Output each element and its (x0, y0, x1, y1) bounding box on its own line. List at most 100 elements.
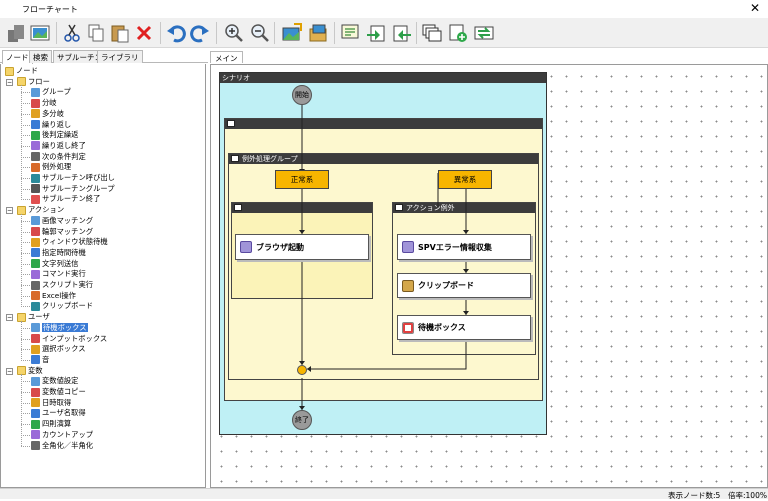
tree-item-label: サブルーチン終了 (42, 194, 101, 204)
tree-item[interactable]: 待機ボックス (31, 322, 88, 334)
tree-item[interactable]: 次の条件判定 (31, 152, 86, 163)
open-image-icon[interactable] (306, 21, 330, 45)
tree-item[interactable]: 輪郭マッチング (31, 227, 93, 238)
tab-main[interactable]: メイン (210, 51, 243, 63)
image-icon[interactable] (28, 21, 52, 45)
tree-item[interactable]: 全角化／半角化 (31, 441, 93, 452)
node-icon (31, 194, 40, 204)
tree-item[interactable]: クリップボード (31, 301, 93, 312)
flowchart-canvas[interactable]: シナリオ 例外処理グループ アクション例外 (210, 64, 768, 488)
node-icon (31, 419, 40, 429)
wait-box-node[interactable]: 待機ボックス (397, 315, 531, 340)
redo-icon[interactable] (188, 21, 212, 45)
tree-item[interactable]: コマンド実行 (31, 269, 86, 280)
tree-item[interactable]: サブルーチン呼び出し (31, 173, 115, 184)
tree-item-label: フロー (28, 76, 50, 86)
node-icon (31, 408, 40, 418)
normal-branch[interactable]: 正常系 (275, 170, 329, 189)
tree-item-label: サブルーチングループ (42, 183, 115, 193)
tree-item-label: 音 (42, 354, 50, 364)
toolbar (0, 18, 768, 48)
add-icon[interactable] (446, 21, 470, 45)
collapse-icon[interactable] (234, 203, 242, 211)
end-node[interactable]: 終了 (292, 410, 312, 430)
tree-item-label: 変数 (28, 365, 43, 375)
tab-node[interactable]: ノード (2, 50, 33, 64)
spv-error-node[interactable]: SPVエラー情報収集 (397, 234, 531, 260)
tree-item[interactable]: 後判定繰返 (31, 130, 78, 141)
merge-node[interactable] (297, 365, 307, 375)
scenario-header: シナリオ (220, 73, 546, 83)
tree-item[interactable]: 繰り返し (31, 120, 71, 131)
tree-item[interactable]: 例外処理 (31, 162, 71, 173)
tree-item-label: ウィンドウ状態待機 (42, 237, 108, 247)
paste-icon[interactable] (108, 21, 132, 45)
swap-icon[interactable] (472, 21, 496, 45)
tree-item[interactable]: 繰り返し終了 (31, 141, 86, 152)
tree-item[interactable]: インプットボックス (31, 334, 107, 345)
node-icon (31, 430, 40, 440)
tree-item[interactable]: ウィンドウ状態待機 (31, 237, 108, 248)
start-node[interactable]: 開始 (292, 85, 312, 105)
tree-item[interactable]: Excel操作 (31, 291, 76, 302)
tree-item[interactable]: スクリプト実行 (31, 280, 93, 291)
tree-item[interactable]: 指定時間待機 (31, 248, 86, 259)
copy-icon[interactable] (84, 21, 108, 45)
collapse-icon[interactable]: − (6, 314, 13, 322)
tree-item[interactable]: 分岐 (31, 98, 57, 109)
close-icon[interactable]: ✕ (749, 1, 760, 15)
error-branch[interactable]: 異常系 (438, 170, 492, 189)
exception-group-label: 例外処理グループ (242, 155, 298, 163)
tree-item[interactable]: グループ (31, 87, 71, 98)
tree-item[interactable]: 画像マッチング (31, 216, 93, 227)
collapse-icon[interactable]: − (6, 207, 13, 215)
tree-item-label: ノード (16, 66, 38, 75)
zoom-out-icon[interactable] (248, 21, 272, 45)
tree-item-label: クリップボード (42, 301, 94, 311)
tree-item-label: 繰り返し終了 (42, 140, 86, 150)
tree-item-label: ユーザ名取得 (42, 408, 86, 418)
tree-item-label: 全角化／半角化 (42, 440, 94, 450)
collapse-icon[interactable] (231, 154, 239, 162)
stack-icon[interactable] (420, 21, 444, 45)
tree-item[interactable]: カウントアップ (31, 430, 93, 441)
tree-group[interactable]: アクション (17, 205, 64, 216)
tree-item[interactable]: 多分岐 (31, 109, 64, 120)
collapse-icon[interactable]: − (6, 367, 13, 375)
tab-search[interactable]: 検索 (29, 50, 52, 63)
cut-icon[interactable] (60, 21, 84, 45)
tree-item[interactable]: サブルーチン終了 (31, 194, 100, 205)
tree-item-label: コマンド実行 (42, 269, 86, 279)
tab-library[interactable]: ライブラリ (97, 50, 143, 63)
tree-item[interactable]: 選択ボックス (31, 344, 86, 355)
tree-item[interactable]: 変数値設定 (31, 376, 78, 387)
tree-item[interactable]: ユーザ名取得 (31, 408, 86, 419)
node-icon (31, 237, 40, 247)
tree-root[interactable]: ノード (5, 66, 38, 77)
import-icon[interactable] (364, 21, 388, 45)
tree-item[interactable]: 文字列送信 (31, 259, 78, 270)
collapse-icon[interactable] (395, 203, 403, 211)
comment-icon[interactable] (338, 21, 362, 45)
action-exception-header: アクション例外 (393, 203, 535, 213)
tree-item[interactable]: 音 (31, 355, 49, 366)
left-tabs: ノード 検索 サブルーチン ライブラリ (0, 50, 208, 64)
collapse-icon[interactable]: − (6, 78, 13, 86)
undo-icon[interactable] (164, 21, 188, 45)
tree-item[interactable]: 四則演算 (31, 419, 71, 430)
tree-item-label: スクリプト実行 (42, 280, 94, 289)
node-icon (31, 216, 40, 226)
browser-launch-node[interactable]: ブラウザ起動 (235, 234, 369, 260)
tree-item[interactable]: 変数値コピー (31, 387, 86, 398)
node-icon (31, 441, 40, 450)
clipboard-node[interactable]: クリップボード (397, 273, 531, 298)
export-image-icon[interactable] (280, 21, 304, 45)
zoom-in-icon[interactable] (222, 21, 246, 45)
collapse-icon[interactable] (227, 119, 235, 127)
export-icon[interactable] (390, 21, 414, 45)
tree-item[interactable]: サブルーチングループ (31, 184, 115, 195)
new-icon[interactable] (4, 21, 28, 45)
node-icon (31, 344, 40, 354)
delete-icon[interactable] (132, 21, 156, 45)
tree-item[interactable]: 日時取得 (31, 398, 71, 409)
